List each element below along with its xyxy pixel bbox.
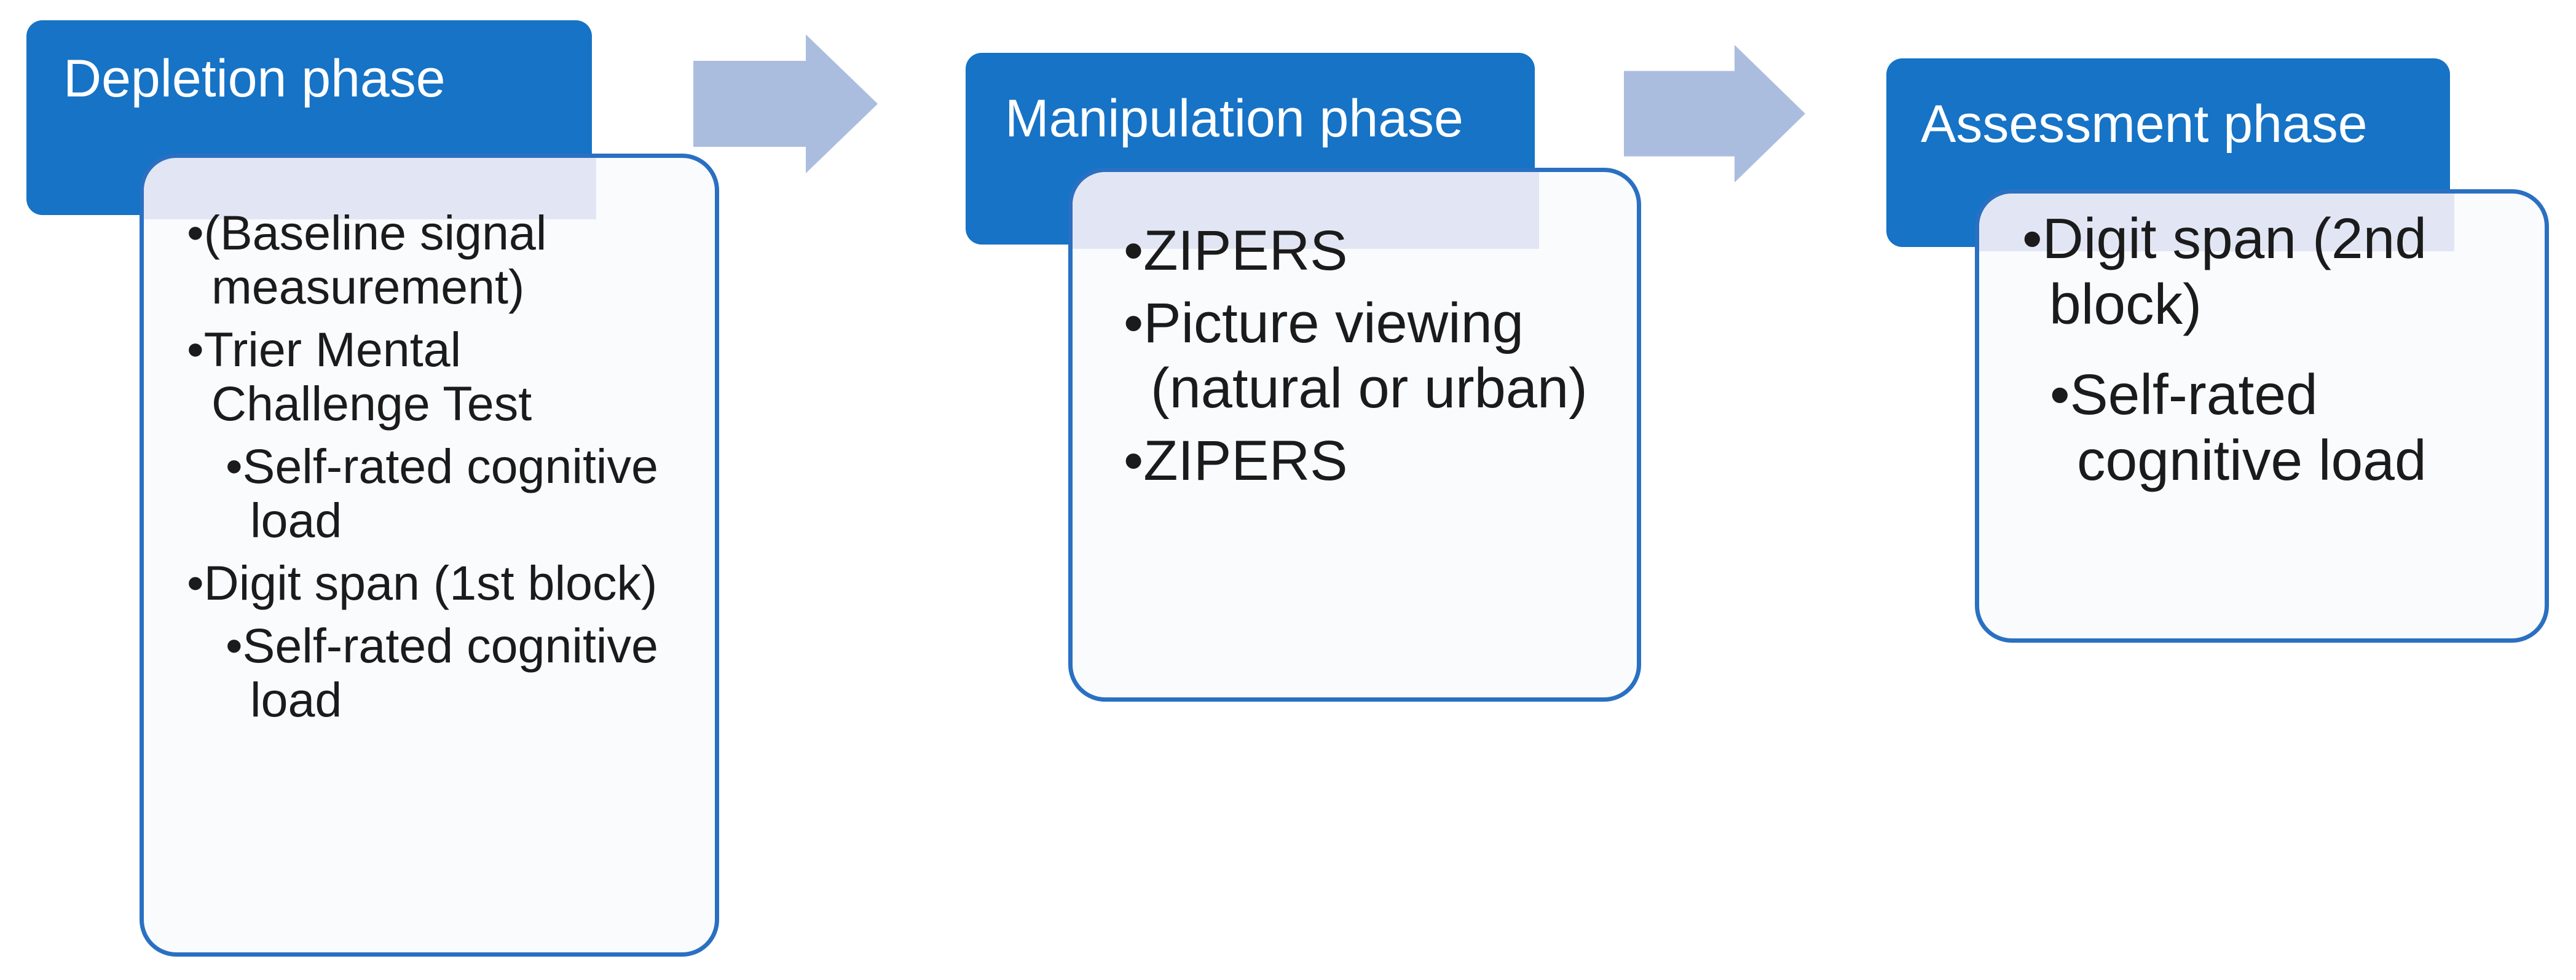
list-item: •Self-rated cognitive load [226,439,684,547]
bullet-marker: • [1124,219,1144,282]
phase-depletion-bullet-list: •(Baseline signal measurement) •Trier Me… [144,158,715,727]
list-item: •Digit span (1st block) [187,556,684,610]
list-item: •Trier Mental Challenge Test [187,323,684,431]
bullet-marker: • [226,439,243,493]
list-item: •ZIPERS [1124,218,1612,283]
phase-assessment-bullet-list: •Digit span (2nd block) •Self-rated cogn… [1979,194,2545,493]
phase-depletion-content-box: •(Baseline signal measurement) •Trier Me… [140,154,719,957]
flow-arrow-2 [1624,45,1805,182]
list-item: •Picture viewing (natural or urban) [1124,291,1612,421]
bullet-marker: • [1124,429,1144,492]
phase-assessment-header-overlap-band [1979,194,2454,251]
list-item-text: ZIPERS [1143,219,1348,282]
phase-manipulation-content-box: •ZIPERS •Picture viewing (natural or urb… [1068,168,1641,702]
bullet-marker: • [1124,292,1144,355]
list-item-text: Self-rated cognitive load [242,618,658,727]
list-item-text: Digit span (1st block) [203,555,658,610]
list-item: •Digit span (2nd block) [2022,206,2520,337]
phase-assessment-title: Assessment phase [1921,95,2368,154]
phase-depletion-header-overlap-band [144,158,596,219]
phase-depletion-title: Depletion phase [63,49,446,108]
bullet-marker: • [226,618,243,673]
list-item-text: Self-rated cognitive load [2070,363,2427,492]
bullet-marker: • [2022,206,2042,270]
list-item-text: Trier Mental Challenge Test [203,322,532,431]
bullet-marker: • [2050,363,2070,426]
bullet-marker: • [187,322,204,377]
list-item: •Self-rated cognitive load [226,619,684,727]
list-item: •(Baseline signal measurement) [187,206,684,314]
phase-manipulation-bullet-list: •ZIPERS •Picture viewing (natural or urb… [1073,172,1637,493]
list-item: •Self-rated cognitive load [2050,362,2520,493]
flow-arrow-1 [693,34,878,173]
phase-manipulation-header-overlap-band [1073,172,1539,249]
list-item: •ZIPERS [1124,428,1612,493]
list-item-text: Self-rated cognitive load [242,439,658,547]
list-item-text: ZIPERS [1143,429,1348,492]
list-item-text: Picture viewing (natural or urban) [1143,292,1588,420]
bullet-marker: • [187,555,204,610]
phase-assessment-content-box: •Digit span (2nd block) •Self-rated cogn… [1975,189,2549,643]
list-item-text: Digit span (2nd block) [2042,206,2427,336]
bullet-marker: • [187,205,204,260]
list-item-text: (Baseline signal measurement) [203,205,547,314]
phase-manipulation-title: Manipulation phase [1005,89,1463,148]
